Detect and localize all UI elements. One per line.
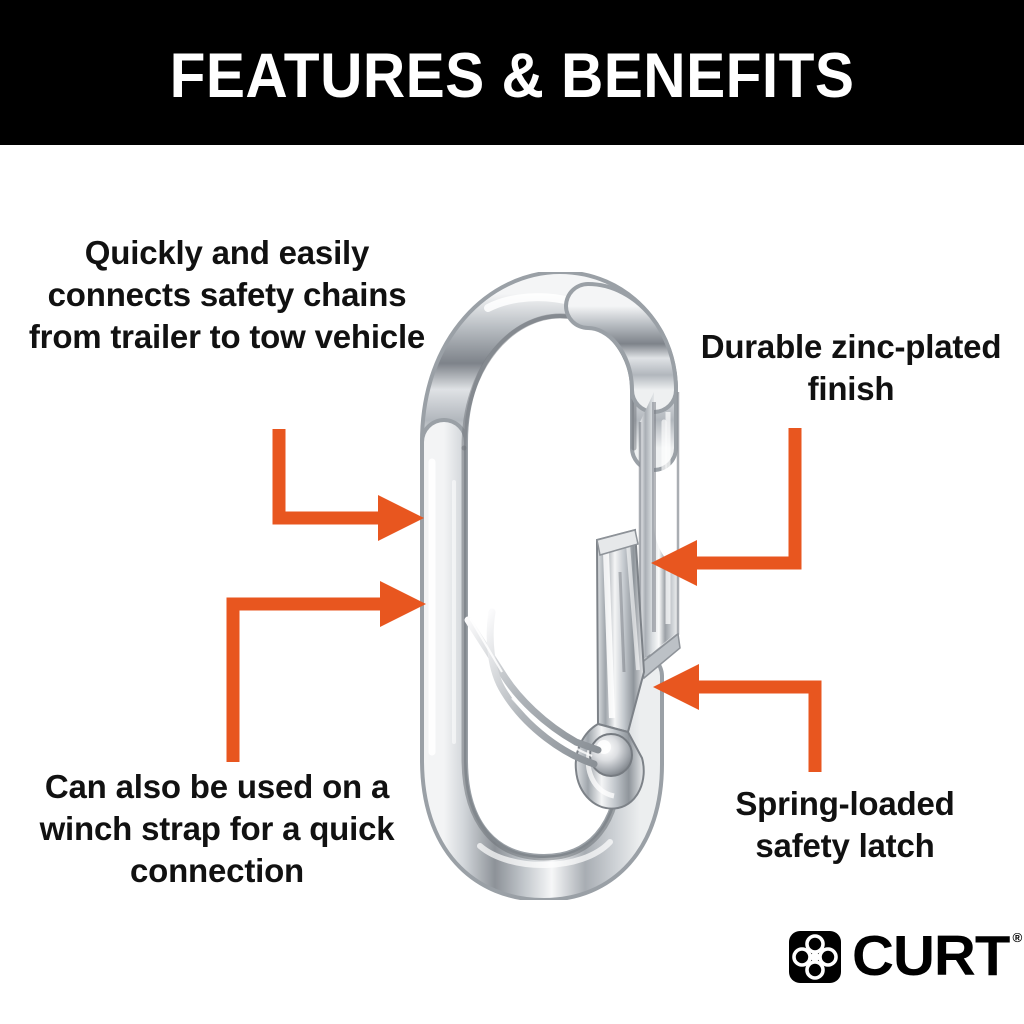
callout-spring-loaded-latch: Spring-loaded safety latch xyxy=(735,785,955,865)
curt-wordmark: CURT ® xyxy=(852,924,1022,988)
page-title: FEATURES & BENEFITS xyxy=(169,40,855,111)
callout-connects-safety-chains: Quickly and easily connects safety chain… xyxy=(28,234,426,356)
hook-nose xyxy=(564,282,681,680)
curt-logo: CURT ® xyxy=(789,924,1022,988)
curt-clover-mark-icon xyxy=(789,930,841,983)
wire-spring xyxy=(464,608,602,768)
callout-zinc-plated-finish: Durable zinc-plated finish xyxy=(700,328,1002,408)
curt-wordmark-text: CURT xyxy=(852,924,1010,988)
product-image-snap-hook xyxy=(420,272,681,900)
header-bar xyxy=(0,0,1024,145)
pivot-rivet xyxy=(589,733,633,777)
callout-winch-strap-use: Can also be used on a winch strap for a … xyxy=(39,768,395,890)
registered-trademark-symbol: ® xyxy=(1012,930,1022,945)
gate-latch xyxy=(574,528,646,810)
